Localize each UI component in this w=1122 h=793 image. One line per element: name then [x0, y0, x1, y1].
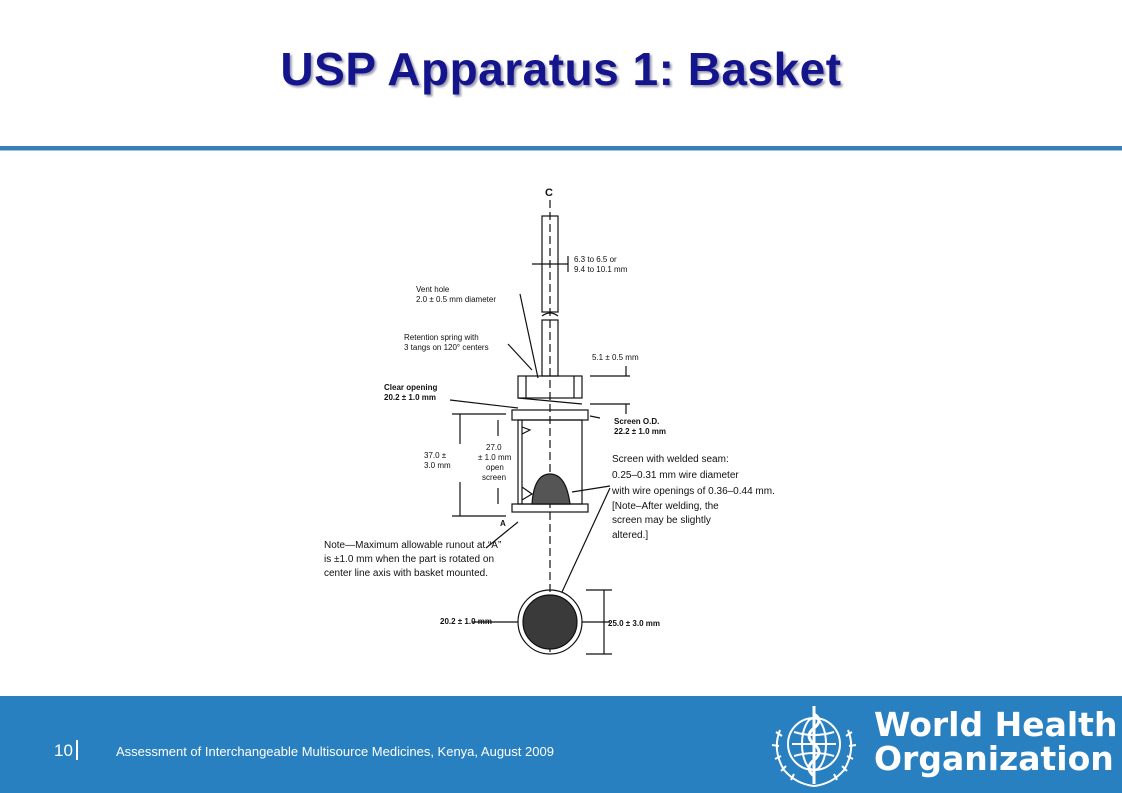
open-label-2: ± 1.0 mm [478, 453, 512, 462]
shaft-break [541, 312, 559, 317]
open-label-1: 27.0 [486, 443, 502, 452]
who-wordmark: World Health Organization [874, 708, 1117, 776]
slide-title: USP Apparatus 1: Basket [280, 43, 842, 95]
shaft-dim-label-1: 6.3 to 6.5 or [574, 255, 617, 264]
basket-apparatus-diagram: C 6.3 to 6.5 or 9.4 to 10.1 mm Vent hole… [300, 182, 820, 682]
page-number-separator [76, 740, 78, 760]
shaft-dim-label-2: 9.4 to 10.1 mm [574, 265, 628, 274]
clear-label-2: 20.2 ± 1.0 mm [384, 393, 436, 402]
bottom-left-label: 20.2 ± 1.0 mm [440, 617, 492, 626]
note-label-2: is ±1.0 mm when the part is rotated on [324, 554, 494, 565]
vent-label-2: 2.0 ± 0.5 mm diameter [416, 295, 496, 304]
height-label-2: 3.0 mm [424, 461, 451, 470]
centerline-label: C [545, 187, 553, 199]
diagram-svg: C 6.3 to 6.5 or 9.4 to 10.1 mm Vent hole… [324, 187, 775, 655]
who-name-line1: World Health [874, 705, 1118, 744]
vent-label-1: Vent hole [416, 285, 450, 294]
footer-caption: Assessment of Interchangeable Multisourc… [116, 744, 554, 759]
note-label-1: Note—Maximum allowable runout at “A” [324, 540, 501, 551]
spring-label-1: Retention spring with [404, 333, 479, 342]
seam-label-1: Screen with welded seam: [612, 454, 729, 465]
height-label-1: 37.0 ± [424, 451, 447, 460]
page-number: 10 [54, 741, 73, 760]
dim-51-label: 5.1 ± 0.5 mm [592, 353, 639, 362]
spring-label-2: 3 tangs on 120° centers [404, 343, 489, 352]
clear-label-1: Clear opening [384, 383, 437, 392]
seam-label-3: with wire openings of 0.36–0.44 mm. [611, 486, 775, 497]
seam-label-5: screen may be slightly [612, 515, 711, 526]
who-name-line2: Organization [874, 739, 1114, 778]
open-label-3: open [486, 463, 504, 472]
open-label-4: screen [482, 473, 506, 482]
title-divider-highlight [0, 150, 1122, 151]
who-emblem-icon [771, 706, 857, 787]
note-label-3: center line axis with basket mounted. [324, 568, 488, 579]
title-divider [0, 146, 1122, 150]
footer-bar: 10 Assessment of Interchangeable Multiso… [0, 696, 1122, 793]
seam-label-6: altered.] [612, 530, 648, 541]
mesh-sample [531, 473, 571, 505]
bottom-right-label: 25.0 ± 3.0 mm [608, 619, 660, 628]
screen-od-label-2: 22.2 ± 1.0 mm [614, 427, 666, 436]
basket-hub [517, 375, 583, 399]
point-a-label: A [500, 519, 506, 528]
screen-od-label-1: Screen O.D. [614, 417, 659, 426]
basket-mesh-view [522, 594, 578, 650]
seam-label-4: [Note–After welding, the [612, 501, 719, 512]
seam-label-2: 0.25–0.31 mm wire diameter [612, 470, 739, 481]
